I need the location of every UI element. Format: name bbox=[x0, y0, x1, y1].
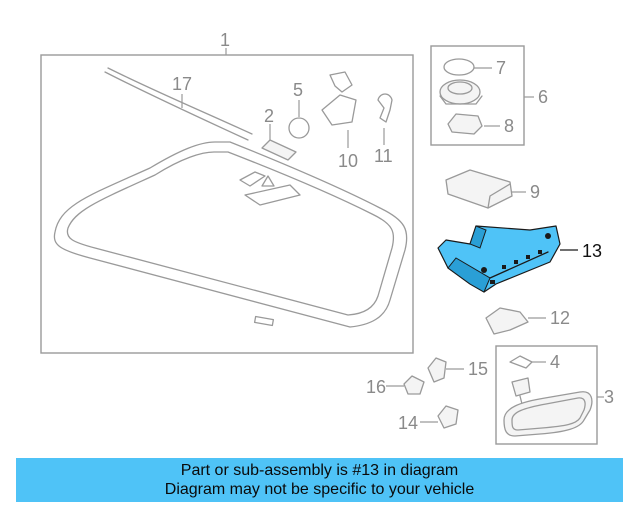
part-13-highlighted-cover[interactable]: 13 bbox=[437, 225, 602, 293]
callout-12[interactable]: 12 bbox=[550, 308, 570, 328]
info-banner: Part or sub-assembly is #13 in diagram D… bbox=[16, 458, 623, 502]
callout-6[interactable]: 6 bbox=[538, 87, 548, 107]
callout-17[interactable]: 17 bbox=[172, 74, 192, 94]
callout-7[interactable]: 7 bbox=[496, 58, 506, 78]
part-2-bracket: 2 bbox=[261, 106, 297, 161]
part-9-cover: 9 bbox=[445, 169, 540, 209]
callout-8[interactable]: 8 bbox=[504, 116, 514, 136]
callout-11[interactable]: 11 bbox=[374, 146, 393, 166]
callout-4[interactable]: 4 bbox=[550, 352, 560, 372]
group-3-mirror-frame bbox=[495, 345, 598, 445]
part-16-clip: 16 bbox=[366, 375, 425, 397]
part-14-bracket: 14 bbox=[398, 405, 459, 433]
windshield-assembly-frame bbox=[40, 54, 414, 354]
callout-16[interactable]: 16 bbox=[366, 377, 386, 397]
part-3-rearview-mirror bbox=[503, 377, 593, 437]
part-6-motor bbox=[439, 79, 483, 105]
callout-5[interactable]: 5 bbox=[293, 80, 303, 100]
part-7-gasket: 7 bbox=[443, 58, 506, 78]
part-11-clip: 11 bbox=[374, 93, 393, 166]
callout-10[interactable]: 10 bbox=[338, 151, 358, 171]
callout-2[interactable]: 2 bbox=[264, 106, 274, 126]
part-5-pad: 5 bbox=[288, 80, 310, 139]
part-4-clip: 4 bbox=[509, 352, 560, 372]
group-6-frame bbox=[430, 45, 525, 146]
callout-3[interactable]: 3 bbox=[604, 387, 614, 407]
windshield-glass bbox=[53, 141, 408, 328]
part-17-moulding: 17 bbox=[104, 67, 253, 141]
banner-line-1: Part or sub-assembly is #13 in diagram bbox=[180, 462, 459, 479]
part-12-bracket: 12 bbox=[485, 307, 570, 335]
banner-line-2: Diagram may not be specific to your vehi… bbox=[164, 481, 475, 498]
part-10-sensor: 10 bbox=[321, 71, 358, 171]
part-8-bracket: 8 bbox=[447, 113, 514, 136]
callout-13[interactable]: 13 bbox=[582, 241, 602, 261]
callout-1[interactable]: 1 bbox=[220, 30, 230, 50]
callout-9[interactable]: 9 bbox=[530, 182, 540, 202]
callout-14[interactable]: 14 bbox=[398, 413, 418, 433]
callout-15[interactable]: 15 bbox=[468, 359, 488, 379]
part-15-bracket: 15 bbox=[427, 357, 488, 383]
